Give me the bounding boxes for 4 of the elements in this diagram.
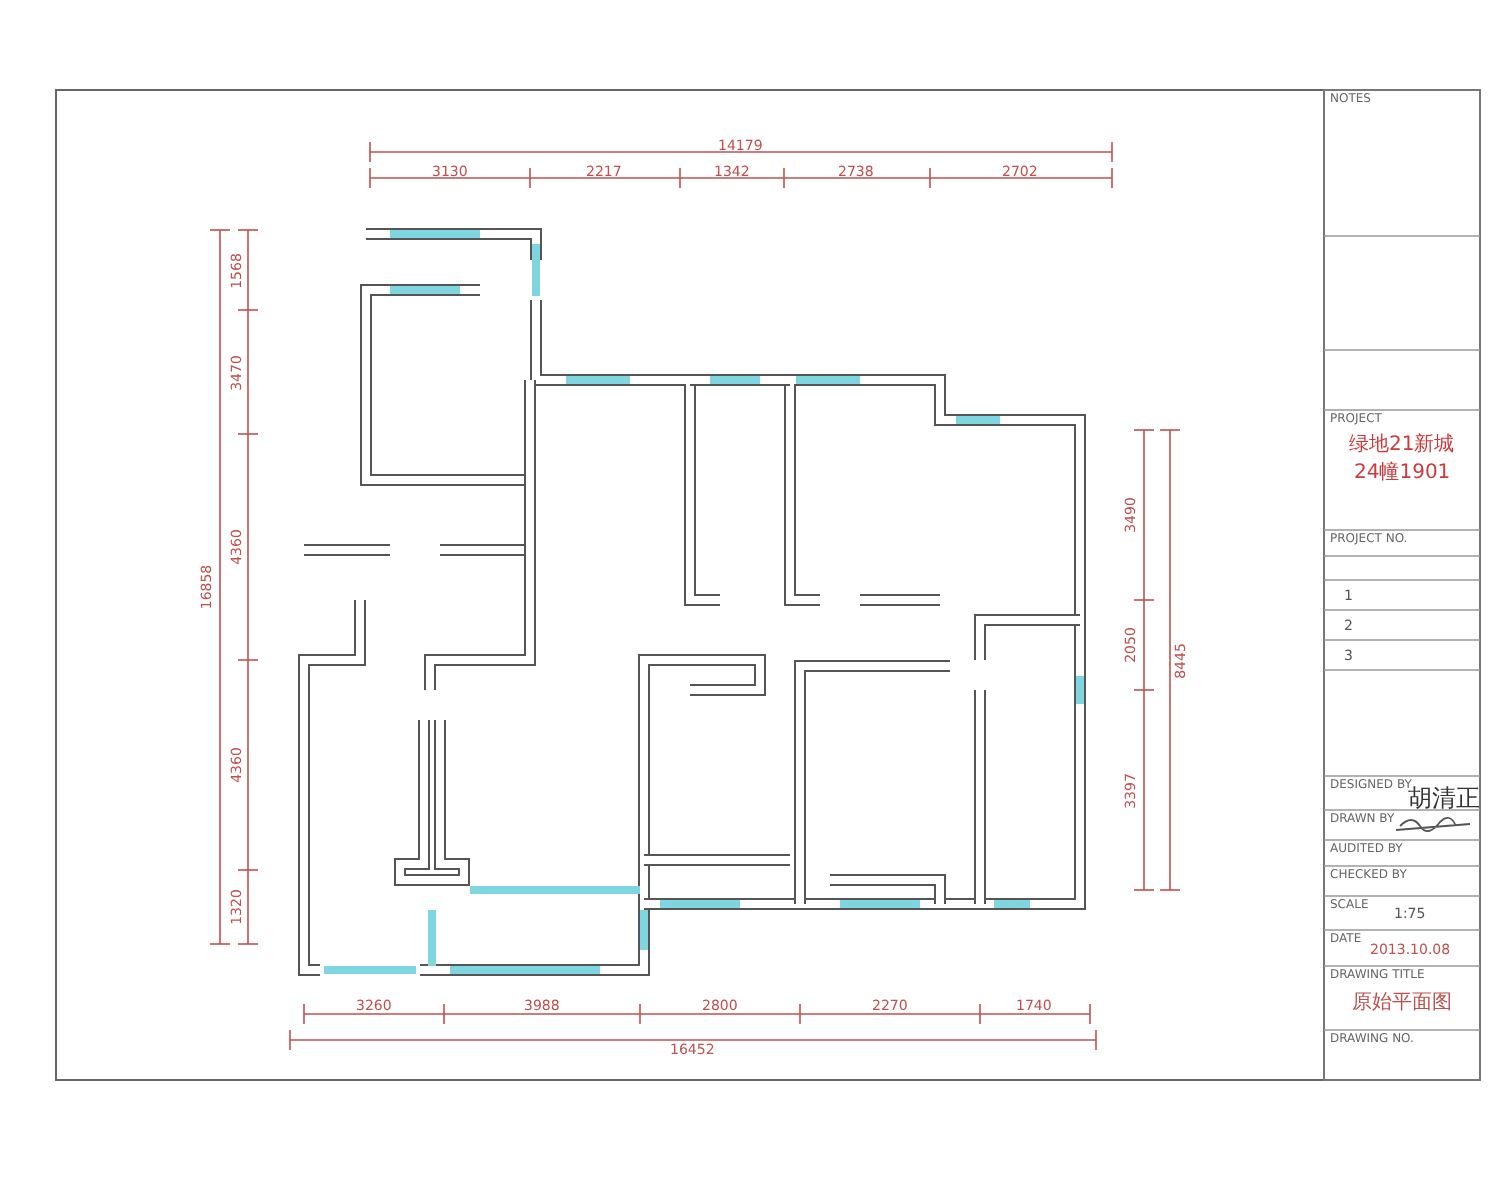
project-unit: 24幢1901	[1354, 464, 1451, 484]
project-name: 绿地21新城	[1349, 436, 1455, 456]
designer-name: 胡清正	[1408, 786, 1480, 810]
drawing-title: 原始平面图	[1352, 994, 1452, 1014]
